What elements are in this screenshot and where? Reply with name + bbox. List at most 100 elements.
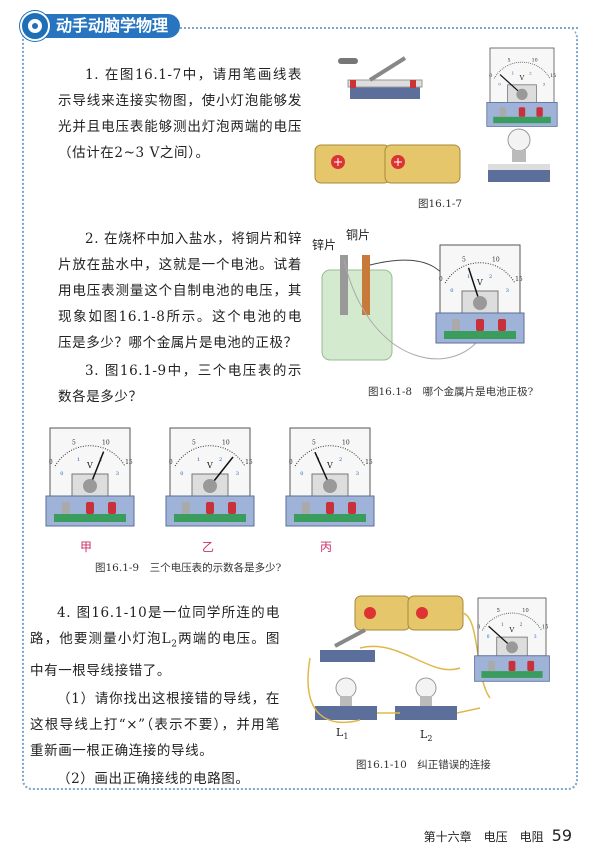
- scale-tick: 15: [125, 459, 133, 466]
- terminal: [86, 502, 94, 514]
- scale-tick: 3: [534, 635, 537, 640]
- meter-label-yi: 乙: [202, 540, 215, 554]
- l2-text: L: [420, 728, 428, 741]
- scale-tick: 5: [312, 440, 316, 447]
- q4-sub: 2: [171, 639, 178, 650]
- scale-tick: 10: [532, 57, 538, 63]
- scale-tick: 2: [489, 274, 492, 280]
- q4-text2: 两端的电压。图中有一根导线接错了。: [30, 631, 280, 679]
- terminal: [228, 502, 236, 514]
- scale-tick: 0: [498, 82, 501, 87]
- scale-tick: 10: [522, 608, 528, 614]
- scale-tick: 15: [515, 276, 523, 283]
- terminal: [518, 107, 526, 117]
- scale-tick: 3: [356, 471, 359, 477]
- scale-tick: 10: [492, 257, 500, 264]
- question-2: 2. 在烧杯中加入盐水，将铜片和锌片放在盐水中，这就是一个电池。试着用电压表测量…: [58, 231, 302, 351]
- scale-tick: 0: [439, 276, 443, 283]
- scale-tick: 0: [300, 471, 303, 477]
- scale-tick: 0: [489, 73, 492, 79]
- scale-tick: 10: [102, 440, 110, 447]
- scale-tick: 3: [116, 471, 119, 477]
- bulb: [488, 128, 550, 182]
- battery-pack: [314, 144, 461, 184]
- terminal: [499, 107, 506, 117]
- question-4-block: 4. 图16.1-10是一位同学所连的电路，他要测量小灯泡L2两端的电压。图中有…: [30, 600, 280, 792]
- scale-tick: 0: [169, 459, 173, 466]
- terminal: [302, 502, 310, 514]
- terminal: [508, 660, 516, 672]
- caption-16-1-8: 图16.1-8 哪个金属片是电池正极?: [368, 386, 534, 398]
- terminal: [326, 502, 334, 514]
- scale-tick: 2: [520, 623, 523, 628]
- scale-tick: 0: [180, 471, 183, 477]
- question-4-part-1: （1）请你找出这根接错的导线，在这根导线上打“×”（表示不要），并用笔重新画一根…: [30, 690, 280, 759]
- scale-tick: 0: [49, 459, 53, 466]
- unit-label: V: [519, 74, 525, 82]
- scale-tick: 5: [192, 440, 196, 447]
- scale-tick: 1: [467, 274, 470, 280]
- q4-text: 4. 图16.1-10是一位同学所连的电路，他要测量小灯泡L: [30, 605, 280, 647]
- question-4-part-2: （2）画出正确接线的电路图。: [57, 770, 250, 787]
- caption-16-1-10: 图16.1-10 纠正错误的连接: [356, 759, 491, 771]
- questions-2-3: 2. 在烧杯中加入盐水，将铜片和锌片放在盐水中，这就是一个电池。试着用电压表测量…: [58, 226, 302, 410]
- unit-label: V: [326, 461, 333, 470]
- unit-label: V: [86, 461, 93, 470]
- scale-tick: 2: [529, 70, 532, 75]
- scale-tick: 10: [342, 440, 350, 447]
- label-l2: L2: [420, 728, 432, 743]
- page-footer: 第十六章 电压 电阻 59: [424, 826, 572, 845]
- scale-tick: 0: [289, 459, 293, 466]
- switch: [338, 56, 423, 99]
- terminal: [476, 319, 484, 331]
- scale-tick: 15: [542, 625, 548, 631]
- question-4: 4. 图16.1-10是一位同学所连的电路，他要测量小灯泡L2两端的电压。图中有…: [30, 600, 280, 684]
- terminal: [527, 660, 535, 672]
- terminal: [498, 319, 506, 331]
- chapter-title: 第十六章 电压 电阻: [423, 830, 544, 844]
- unit-label: V: [476, 278, 483, 287]
- scale-tick: 15: [365, 459, 373, 466]
- page-number: 59: [551, 826, 572, 845]
- label-l1: L1: [336, 726, 348, 741]
- meter-label-bing: 丙: [320, 540, 333, 554]
- scale-tick: 0: [487, 635, 490, 640]
- scale-tick: 2: [219, 457, 222, 463]
- l1-sub: 1: [343, 732, 349, 742]
- question-3: 3. 图16.1-9中，三个电压表的示数各是多少？: [58, 363, 302, 405]
- question-1: 1. 在图16.1-7中，请用笔画线表示导线来连接实物图，使小灯泡能够发光并且电…: [58, 67, 302, 161]
- section-header: 动手动脑学物理: [20, 11, 181, 41]
- l2-sub: 2: [427, 734, 433, 744]
- scale-tick: 10: [222, 440, 230, 447]
- scale-tick: 0: [477, 625, 480, 631]
- scale-tick: 3: [236, 471, 239, 477]
- terminal: [348, 502, 356, 514]
- terminal: [182, 502, 190, 514]
- label-copper: 铜片: [346, 228, 371, 242]
- caption-16-1-9: 图16.1-9 三个电压表的示数各是多少?: [95, 562, 282, 574]
- section-frame-top: [180, 27, 578, 29]
- terminal: [108, 502, 116, 514]
- caption-16-1-7: 图16.1-7: [418, 198, 463, 210]
- section-title: 动手动脑学物理: [42, 14, 181, 38]
- scale-tick: 1: [77, 457, 80, 463]
- l1-text: L: [336, 726, 344, 739]
- scale-tick: 0: [60, 471, 63, 477]
- scale-tick: 1: [197, 457, 200, 463]
- section-frame: [22, 28, 578, 790]
- scale-tick: 3: [543, 82, 546, 87]
- unit-label: V: [508, 626, 515, 634]
- terminal: [452, 319, 460, 331]
- scale-tick: 1: [512, 70, 515, 75]
- scale-tick: 3: [506, 288, 509, 294]
- scale-tick: 5: [72, 440, 76, 447]
- unit-label: V: [206, 461, 213, 470]
- scale-tick: 15: [550, 73, 556, 79]
